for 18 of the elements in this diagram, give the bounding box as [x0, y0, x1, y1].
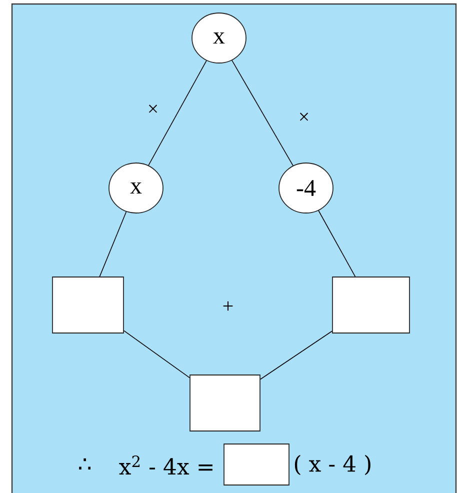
connector-line: [232, 60, 294, 166]
connector-line: [148, 60, 207, 166]
circle-node: x: [192, 12, 246, 64]
connector-line: [99, 211, 127, 277]
connector-line: [260, 330, 332, 380]
equation-text: x$^{2}$ - 4x =: [119, 456, 212, 474]
circle-node: -4: [278, 162, 334, 214]
empty-box: [332, 276, 410, 334]
plus-sign: +: [223, 301, 233, 311]
equation-text: ( x - 4 ): [294, 454, 370, 476]
empty-box: [190, 374, 260, 432]
cross-sign: ×: [148, 104, 158, 113]
cross-sign: ×: [300, 112, 308, 121]
empty-box: [52, 276, 124, 334]
connector-line: [124, 330, 190, 378]
connector-line: [318, 210, 356, 277]
circle-node: x: [108, 162, 164, 214]
therefore-sign: ∴: [79, 458, 90, 470]
